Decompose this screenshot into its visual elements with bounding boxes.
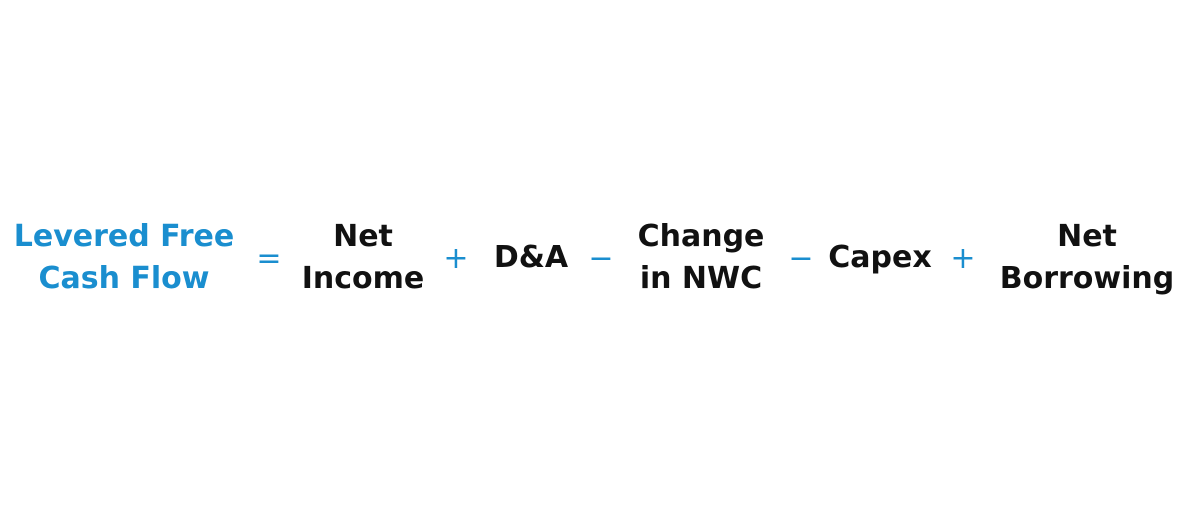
term-net-income: Net Income — [296, 216, 430, 300]
term-change-in-nwc-line-1: Change — [637, 219, 765, 254]
result-term-line-1: Levered Free — [13, 219, 235, 254]
term-change-in-nwc: Change in NWC — [628, 216, 774, 300]
term-net-borrowing-line-2: Borrowing — [999, 261, 1175, 296]
result-term-line-2: Cash Flow — [38, 261, 210, 296]
term-capex: Capex — [822, 216, 938, 300]
term-capex-label: Capex — [828, 240, 932, 275]
equals-operator: = — [256, 240, 282, 276]
term-change-in-nwc-line-2: in NWC — [639, 261, 763, 296]
plus-operator-1: + — [443, 240, 469, 276]
term-net-borrowing-line-1: Net — [1057, 219, 1117, 254]
result-term-levered-free-cash-flow: Levered Free Cash Flow — [12, 216, 236, 300]
term-d-and-a-label: D&A — [493, 240, 569, 275]
term-net-income-line-2: Income — [301, 261, 425, 296]
term-net-income-line-1: Net — [333, 219, 393, 254]
term-d-and-a: D&A — [486, 216, 576, 300]
minus-operator-1: − — [588, 240, 614, 276]
term-net-borrowing: Net Borrowing — [994, 216, 1180, 300]
minus-operator-2: − — [788, 240, 814, 276]
plus-operator-2: + — [950, 240, 976, 276]
